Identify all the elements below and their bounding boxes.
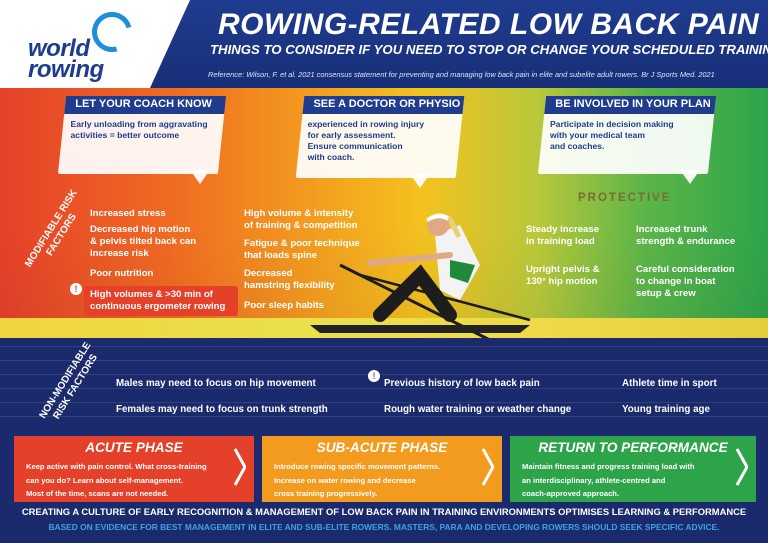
callout-line: activities = better outcome	[70, 130, 180, 140]
callout-title: LET YOUR COACH KNOW	[75, 98, 212, 110]
non-modifiable-factor: Males may need to focus on hip movement	[116, 378, 316, 389]
logo-word-world: world	[28, 35, 90, 62]
page-subtitle: THINGS TO CONSIDER IF YOU NEED TO STOP O…	[210, 42, 768, 57]
footer-note: BASED ON EVIDENCE FOR BEST MANAGEMENT IN…	[48, 522, 720, 532]
rower-photo	[310, 213, 531, 347]
phase-line: Increase on water rowing and decrease	[274, 475, 416, 485]
phase-title: RETURN TO PERFORMANCE	[538, 440, 728, 455]
ergometer-highlight	[84, 286, 238, 316]
phase-line: can you do? Learn about self-management.	[26, 475, 183, 485]
callout-line: Participate in decision making	[549, 119, 674, 129]
callout-plan: BE INVOLVED IN YOUR PLAN Participate in …	[537, 96, 717, 174]
chevron-right-icon	[234, 448, 246, 486]
chevron-right-icon	[482, 448, 494, 486]
reference-citation: Reference: Wilson, F. et al. 2021 consen…	[208, 70, 715, 79]
alert-icon: !	[368, 370, 380, 382]
page-title: ROWING-RELATED LOW BACK PAIN	[218, 8, 760, 41]
phase-return-to-performance: RETURN TO PERFORMANCE Maintain fitness a…	[510, 436, 756, 502]
protective-factor: Upright pelvis & 130° hip motion	[526, 264, 600, 287]
callout-line: and coaches.	[549, 141, 605, 151]
alert-icon: !	[70, 283, 82, 295]
callout-title: BE INVOLVED IN YOUR PLAN	[555, 98, 711, 110]
non-modifiable-factor: Young training age	[622, 404, 710, 415]
phase-line: an interdisciplinary, athlete-centred an…	[522, 475, 666, 485]
phase-sub-acute: SUB-ACUTE PHASE Introduce rowing specifi…	[262, 436, 502, 502]
callout-line: Early unloading from aggravating	[70, 119, 208, 129]
risk-factor: Poor sleep habits	[244, 300, 324, 311]
phase-title: SUB-ACUTE PHASE	[316, 440, 448, 455]
phase-line: coach-approved approach.	[522, 489, 620, 498]
non-modifiable-factor: Previous history of low back pain	[384, 378, 540, 389]
footer-statement: CREATING A CULTURE OF EARLY RECOGNITION …	[21, 506, 747, 517]
risk-factor: Decreased hip motion & pelvis tilted bac…	[90, 224, 197, 259]
callout-coach: LET YOUR COACH KNOW Early unloading from…	[57, 96, 227, 174]
callout-line: experienced in rowing injury	[307, 119, 425, 129]
callout-doctor: SEE A DOCTOR OR PHYSIO experienced in ro…	[295, 96, 465, 178]
protective-factor: Increased trunk strength & endurance	[636, 224, 736, 247]
phase-title: ACUTE PHASE	[85, 440, 183, 455]
callout-line: for early assessment.	[307, 130, 396, 140]
risk-factor: Poor nutrition	[90, 268, 154, 279]
phase-line: Most of the time, scans are not needed.	[26, 489, 169, 498]
callout-line: Ensure communication	[307, 141, 403, 151]
risk-factor: High volume & intensity of training & co…	[244, 208, 358, 231]
callout-title: SEE A DOCTOR OR PHYSIO	[313, 98, 461, 110]
callout-line: with your medical team	[549, 130, 645, 140]
non-modifiable-factor: Athlete time in sport	[622, 378, 717, 389]
risk-factor: Fatigue & poor technique that loads spin…	[244, 238, 360, 261]
risk-factor: High volumes & >30 min of continuous erg…	[90, 289, 226, 312]
risk-factor: Decreased hamstring flexibility	[244, 268, 335, 291]
logo-word-rowing: rowing	[28, 56, 104, 83]
phase-line: cross training progressively.	[274, 489, 378, 498]
phase-line: Maintain fitness and progress training l…	[522, 462, 695, 471]
phase-line: Keep active with pain control. What cros…	[26, 462, 207, 471]
world-rowing-logo[interactable]: world rowing	[28, 4, 140, 83]
chevron-right-icon	[736, 448, 748, 486]
footer	[0, 502, 768, 543]
callout-line: with coach.	[307, 152, 355, 162]
non-modifiable-factor: Rough water training or weather change	[384, 404, 572, 415]
risk-factor: Increased stress	[90, 208, 166, 219]
non-modifiable-factor: Females may need to focus on trunk stren…	[116, 404, 328, 415]
protective-factor: Steady increase in training load	[526, 224, 600, 247]
protective-factor: Careful consideration to change in boat …	[636, 264, 735, 299]
phase-acute: ACUTE PHASE Keep active with pain contro…	[14, 436, 254, 502]
protective-label: PROTECTIVE	[578, 192, 672, 204]
non-modifiable-panel	[0, 338, 768, 436]
header-banner	[150, 0, 768, 88]
phase-line: Introduce rowing specific movement patte…	[274, 462, 441, 471]
